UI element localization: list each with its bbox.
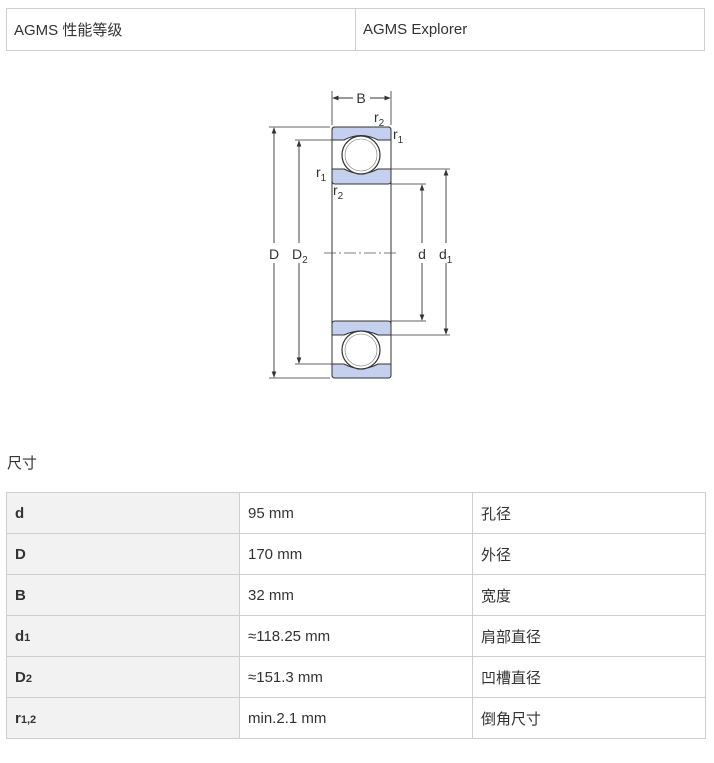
dimension-description: 倒角尺寸 <box>472 697 706 739</box>
label-r2-top: r2 <box>374 109 385 129</box>
label-r2-left: r2 <box>333 182 344 202</box>
dimension-symbol: B <box>6 574 240 616</box>
dimension-value: 32 mm <box>239 574 473 616</box>
dimension-symbol: r1,2 <box>6 697 240 739</box>
dimension-value: 95 mm <box>239 492 473 534</box>
dimension-description: 凹槽直径 <box>472 656 706 698</box>
label-D2: D2 <box>292 246 308 266</box>
label-r1-top: r1 <box>393 126 404 146</box>
dimension-value: min.2.1 mm <box>239 697 473 739</box>
dimension-value: ≈151.3 mm <box>239 656 473 698</box>
dimension-symbol: D <box>6 533 240 575</box>
label-D: D <box>269 246 279 262</box>
outer-ring-top <box>331 126 392 141</box>
table-row: r1,2 min.2.1 mm 倒角尺寸 <box>6 697 706 739</box>
label-r1-left: r1 <box>316 164 327 184</box>
product-line: AGMS Explorer <box>363 21 468 38</box>
dimension-description: 宽度 <box>472 574 706 616</box>
dimension-symbol: D2 <box>6 656 240 698</box>
ball-top <box>341 135 381 175</box>
table-row: d1 ≈118.25 mm 肩部直径 <box>6 615 706 657</box>
ball-bottom <box>341 330 381 370</box>
table-row: d 95 mm 孔径 <box>6 492 706 534</box>
dimension-value: 170 mm <box>239 533 473 575</box>
dimensions-title: 尺寸 <box>7 455 38 472</box>
dimension-description: 肩部直径 <box>472 615 706 657</box>
label-b: B <box>356 90 365 106</box>
dimensions-table: d 95 mm 孔径 D 170 mm 外径 B 32 mm 宽度 d1 ≈11… <box>6 492 706 739</box>
dimension-value: ≈118.25 mm <box>239 615 473 657</box>
product-grade: AGMS 性能等级 <box>7 9 356 50</box>
bearing-diagram: B r2 r1 r1 r2 D D2 d d1 <box>269 90 453 379</box>
table-row: B 32 mm 宽度 <box>6 574 706 616</box>
dimension-description: 孔径 <box>472 492 706 534</box>
dimension-symbol: d <box>6 492 240 534</box>
table-row: D 170 mm 外径 <box>6 533 706 575</box>
table-row: D2 ≈151.3 mm 凹槽直径 <box>6 656 706 698</box>
label-d1: d1 <box>439 246 453 266</box>
product-header-table: AGMS 性能等级 AGMS Explorer <box>6 8 705 51</box>
dimension-description: 外径 <box>472 533 706 575</box>
label-d: d <box>418 246 426 262</box>
dimension-symbol: d1 <box>6 615 240 657</box>
